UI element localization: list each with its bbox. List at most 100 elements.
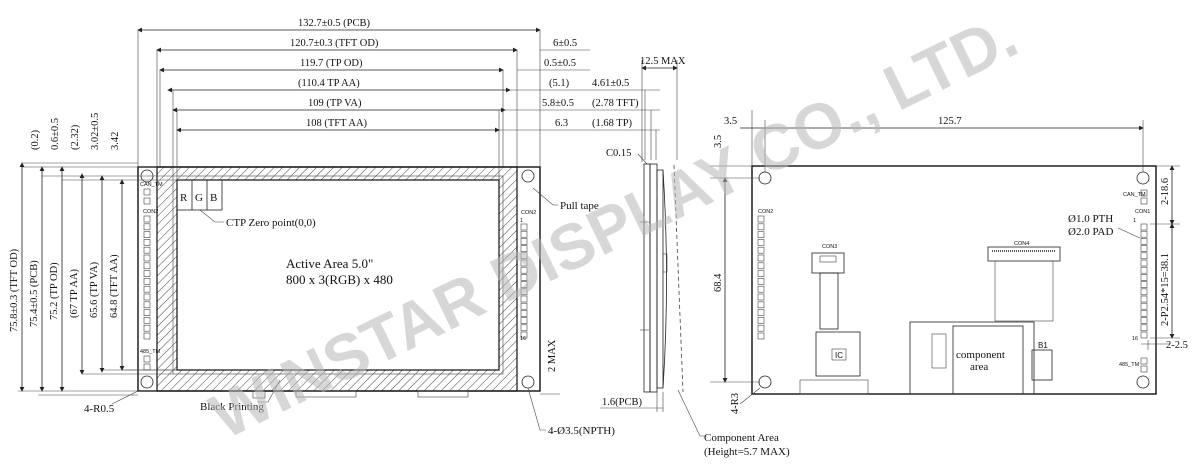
back-dim-width: 125.7: [938, 116, 962, 127]
component-area: [952, 325, 1024, 395]
can-tm-label: CAN_TM: [140, 182, 163, 188]
dim-pcb-height: 75.4±0.5 (PCB): [29, 260, 40, 327]
component-height-label: (Height=5.7 MAX): [704, 446, 790, 458]
con2-right-label: CON2: [521, 210, 536, 216]
left-vertical-dimensions: 75.8±0.3 (TFT OD) 75.4±0.5 (PCB) 75.2 (T…: [9, 162, 177, 396]
connector-pin: [1140, 288, 1148, 296]
ic-label: IC: [835, 351, 843, 360]
connector-pin: [1140, 317, 1148, 324]
connector-pin: [143, 278, 151, 285]
connector-pin: [757, 317, 765, 324]
connector-pin: [143, 317, 151, 324]
connector-pin: [143, 215, 151, 223]
connector-pin: [757, 301, 765, 309]
connector-pin: [757, 285, 765, 293]
connector-pin: [1140, 223, 1148, 231]
connector-pin: [520, 281, 528, 288]
back-dim-25: 2-2.5: [1166, 340, 1188, 351]
back-con3-label: CON3: [822, 244, 837, 250]
back-dim-vtop: 3.5: [713, 135, 724, 148]
pth-label: Ø1.0 PTH: [1068, 213, 1113, 225]
dim-tft-od-width: 120.7±0.3 (TFT OD): [290, 38, 379, 49]
connector-pin: [520, 331, 528, 339]
tm485-label: 485_TM: [140, 349, 161, 355]
b1-label: B1: [1038, 341, 1048, 350]
back-dim-height: 68.4: [713, 273, 724, 292]
pin16-label: 16: [520, 336, 526, 342]
rgb-b: B: [210, 192, 217, 204]
dim-tp-va-width: 109 (TP VA): [308, 98, 362, 109]
connector-pin: [1140, 259, 1148, 267]
connector-pin: [520, 288, 528, 296]
dim-right-3: (5.1): [549, 78, 570, 89]
dim-tp-va-height: 65.6 (TP VA): [89, 261, 100, 318]
dim-left-top-0: (0.2): [30, 129, 41, 150]
connector-pin: [1140, 238, 1148, 245]
side-view: 12.5 MAX 4.61±0.5 (2.78 TFT) (1.68 TP) C…: [540, 56, 790, 458]
rgb-pixel-cells: R G B: [176, 179, 223, 211]
component-label: component: [956, 349, 1005, 361]
area-label: area: [970, 361, 988, 373]
corner-radius-label: 4-R0.5: [84, 403, 115, 415]
con2-label: CON2: [143, 209, 158, 215]
connector-pin: [143, 332, 151, 340]
connector-pin: [520, 324, 528, 332]
active-area: [176, 179, 500, 371]
side-dim-1: 4.61±0.5: [592, 78, 629, 89]
connector-pin: [520, 238, 528, 245]
back-tm485-label: 485_TM: [1119, 362, 1140, 368]
dim-right-5: 6.3: [555, 118, 568, 129]
back-dim-pitch: 2-P2.54*15=38.1: [1160, 253, 1171, 326]
connector-pin: [757, 231, 765, 238]
connector-pin: [1140, 230, 1148, 238]
connector-pin: [143, 239, 151, 246]
connector-pin: [757, 254, 765, 262]
connector-pin: [520, 230, 528, 238]
resolution-label: 800 x 3(RGB) x 480: [286, 272, 393, 287]
connector-pin: [757, 293, 765, 301]
back-con2-label: CON2: [758, 209, 773, 215]
side-dim-3: (1.68 TP): [592, 118, 633, 129]
connector-pin: [757, 262, 765, 270]
active-area-label: Active Area 5.0": [286, 256, 373, 271]
pull-tape-label: Pull tape: [560, 200, 599, 212]
connector-pin: [1140, 324, 1148, 332]
dim-right-1: 6±0.5: [553, 38, 577, 49]
dim-right-4: 5.8±0.5: [542, 98, 574, 109]
dim-left-top-3: 3.02±0.5: [90, 113, 101, 150]
con2-pins: CAN_TM CON2 485_TM: [140, 182, 163, 371]
connector-pin: [757, 223, 765, 231]
component-area-label: Component Area: [704, 432, 779, 444]
back-con1-label: CON1: [1135, 209, 1150, 215]
pin1-label: 1: [520, 218, 523, 224]
connector-pin: [143, 223, 151, 231]
fpc-cable: [819, 272, 839, 330]
dim-pcb-width: 132.7±0.5 (PCB): [298, 18, 370, 29]
back-can-tm-label: CAN_TM: [1123, 192, 1146, 198]
side-max-thickness: 12.5 MAX: [640, 56, 686, 67]
connector-pin: [757, 332, 765, 340]
chamfer-label: C0.15: [606, 148, 631, 159]
dim-tp-aa-height: (67 TP AA): [69, 268, 80, 318]
back-pin16-label: 16: [1132, 336, 1138, 342]
dim-right-2: 0.5±0.5: [544, 58, 576, 69]
connector-pin: [1140, 274, 1148, 281]
view-area-line: [172, 175, 504, 375]
connector-pin: [757, 309, 765, 316]
connector-pin: [143, 246, 151, 254]
connector-pin: [143, 285, 151, 293]
connector-pin: [757, 239, 765, 246]
connector-pin: [520, 302, 528, 310]
back-view: 3.5 125.7 3.5 68.4 4-R3 CON2 CON3 IC CON…: [710, 110, 1188, 414]
side-pcb-label: 1.6(PCB): [602, 397, 642, 408]
con4-connector: [987, 246, 1061, 262]
dim-left-top-1: 0.6±0.5: [50, 118, 61, 150]
ic-area: [815, 331, 861, 377]
connector-pin: [757, 215, 765, 223]
connector-pin: [757, 324, 765, 332]
connector-pin: [520, 245, 528, 252]
connector-pin: [143, 309, 151, 316]
left-top-dimensions: (0.2) 0.6±0.5 (2.32) 3.02±0.5 3.42: [22, 113, 177, 181]
